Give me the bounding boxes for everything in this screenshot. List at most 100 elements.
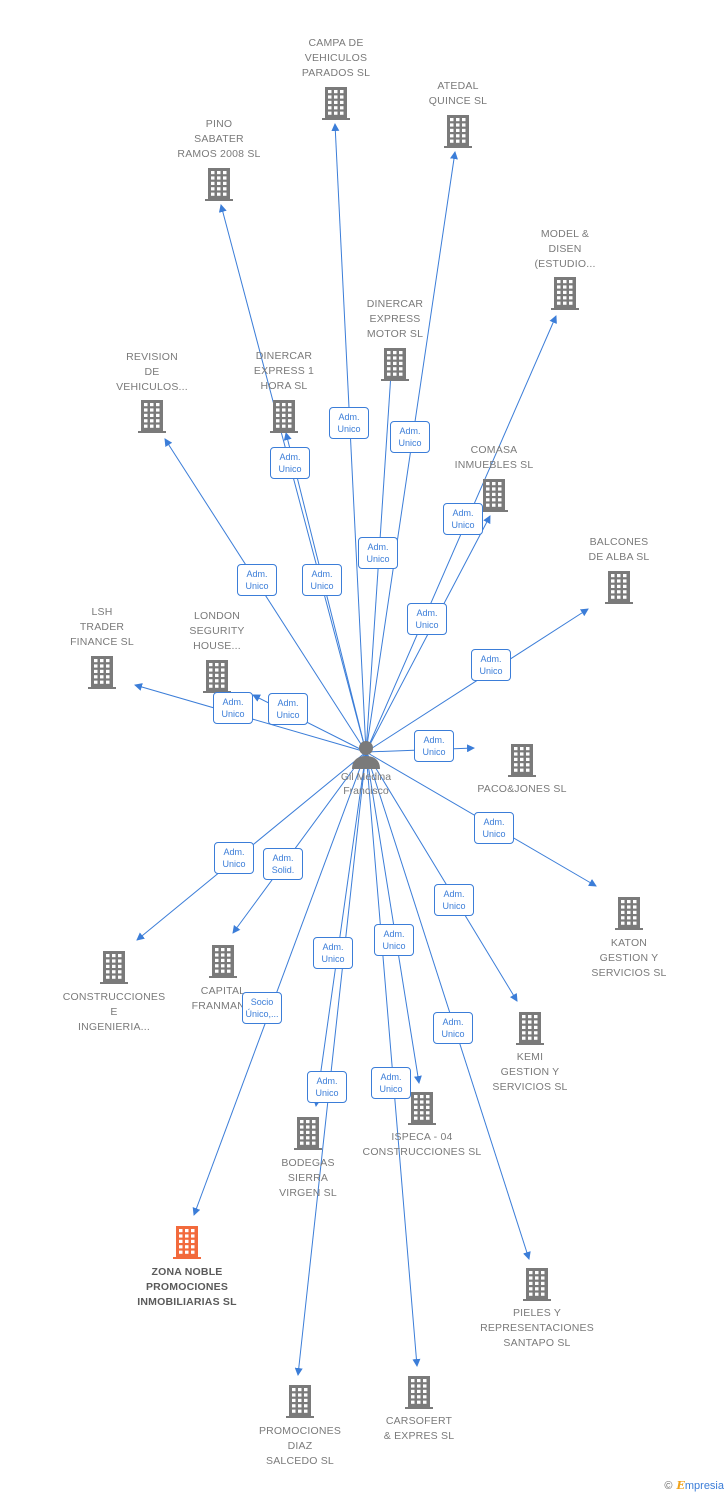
- edge-label-dinercar_motor[interactable]: Adm. Unico: [358, 537, 398, 569]
- company-node-lsh[interactable]: LSH TRADER FINANCE SL: [17, 605, 187, 689]
- company-node-revision[interactable]: REVISION DE VEHICULOS...: [67, 350, 237, 433]
- building-icon: [203, 660, 231, 693]
- copyright-symbol: ©: [664, 1480, 673, 1492]
- company-node-carsofert[interactable]: CARSOFERT & EXPRES SL: [334, 1375, 504, 1444]
- building-icon: [516, 1012, 544, 1045]
- edge-label-zonanoble[interactable]: Socio Único,...: [242, 992, 282, 1024]
- building-icon: [173, 1226, 201, 1259]
- company-label: PIELES Y REPRESENTACIONES SANTAPO SL: [480, 1307, 594, 1349]
- company-label: ISPECA - 04 CONSTRUCCIONES SL: [362, 1131, 482, 1158]
- company-label: LSH TRADER FINANCE SL: [70, 606, 134, 648]
- edge-label-carsofert[interactable]: Adm. Unico: [371, 1067, 411, 1099]
- edge-label-balcones[interactable]: Adm. Unico: [471, 649, 511, 681]
- edge-label-revision[interactable]: Adm. Unico: [237, 564, 277, 596]
- company-node-atedal[interactable]: ATEDAL QUINCE SL: [373, 79, 543, 148]
- company-label: DINERCAR EXPRESS MOTOR SL: [366, 298, 424, 340]
- edge-pieles: [365, 751, 531, 1260]
- edge-label-dinercar_1hora[interactable]: Adm. Unico: [302, 564, 342, 596]
- edge-promociones: [294, 751, 367, 1376]
- building-icon: [405, 1376, 433, 1409]
- building-icon: [286, 1385, 314, 1418]
- empresia-brand[interactable]: ©Empresia: [664, 1479, 724, 1492]
- person-node-center[interactable]: Gil Medina Francisco: [306, 738, 426, 798]
- company-node-dinercar_1hora[interactable]: DINERCAR EXPRESS 1 HORA SL: [199, 349, 369, 433]
- company-node-capital[interactable]: CAPITAL FRANMAN...: [138, 944, 308, 1014]
- building-icon: [408, 1092, 436, 1125]
- edge-zonanoble: [192, 751, 367, 1216]
- company-node-katon[interactable]: KATON GESTION Y SERVICIOS SL: [544, 896, 714, 981]
- company-label: ZONA NOBLE PROMOCIONES INMOBILIARIAS SL: [137, 1266, 237, 1308]
- company-node-construcciones[interactable]: CONSTRUCCIONES E INGENIERIA...: [29, 950, 199, 1035]
- company-node-campa[interactable]: CAMPA DE VEHICULOS PARADOS SL: [251, 36, 421, 120]
- company-label: KEMI GESTION Y SERVICIOS SL: [492, 1051, 568, 1093]
- edge-label-construcciones[interactable]: Adm. Unico: [214, 842, 254, 874]
- edge-label-comasa[interactable]: Adm. Unico: [407, 603, 447, 635]
- building-icon: [551, 277, 579, 310]
- edge-label-model[interactable]: Adm. Unico: [443, 503, 483, 535]
- company-label: BODEGAS SIERRA VIRGEN SL: [279, 1157, 337, 1199]
- company-label: ATEDAL QUINCE SL: [428, 80, 488, 107]
- edge-label-pieles[interactable]: Adm. Unico: [433, 1012, 473, 1044]
- company-label: CARSOFERT & EXPRES SL: [383, 1415, 455, 1442]
- building-icon: [480, 479, 508, 512]
- company-node-pino[interactable]: PINO SABATER RAMOS 2008 SL: [134, 117, 304, 201]
- building-icon: [381, 348, 409, 381]
- edge-label-lsh[interactable]: Adm. Unico: [213, 692, 253, 724]
- edge-label-ispeca[interactable]: Adm. Unico: [374, 924, 414, 956]
- brand-initial: E: [676, 1479, 685, 1492]
- edge-label-capital[interactable]: Adm. Solid.: [263, 848, 303, 880]
- company-node-dinercar_motor[interactable]: DINERCAR EXPRESS MOTOR SL: [310, 297, 480, 381]
- company-label: BALCONES DE ALBA SL: [588, 536, 650, 563]
- company-label: REVISION DE VEHICULOS...: [116, 351, 188, 393]
- edge-label-london[interactable]: Adm. Unico: [268, 693, 308, 725]
- edge-ispeca: [365, 751, 422, 1084]
- edge-label-atedal[interactable]: Adm. Unico: [390, 421, 430, 453]
- building-icon: [605, 571, 633, 604]
- company-node-ispeca[interactable]: ISPECA - 04 CONSTRUCCIONES SL: [337, 1091, 507, 1160]
- edge-label-promociones[interactable]: Adm. Unico: [307, 1071, 347, 1103]
- edge-kemi: [365, 751, 518, 1002]
- building-icon: [294, 1117, 322, 1150]
- company-node-zonanoble[interactable]: ZONA NOBLE PROMOCIONES INMOBILIARIAS SL: [102, 1225, 272, 1310]
- edge-label-kemi[interactable]: Adm. Unico: [434, 884, 474, 916]
- company-label: COMASA INMUEBLES SL: [454, 444, 534, 471]
- company-label: KATON GESTION Y SERVICIOS SL: [591, 937, 667, 979]
- company-label: LONDON SEGURITY HOUSE...: [189, 610, 245, 652]
- edge-bodegas: [313, 751, 367, 1107]
- company-node-kemi[interactable]: KEMI GESTION Y SERVICIOS SL: [445, 1011, 615, 1095]
- building-icon: [138, 400, 166, 433]
- edge-label-pacojones[interactable]: Adm. Unico: [414, 730, 454, 762]
- building-icon: [508, 744, 536, 777]
- company-label: DINERCAR EXPRESS 1 HORA SL: [253, 350, 315, 392]
- company-label: PROMOCIONES DIAZ SALCEDO SL: [258, 1425, 342, 1467]
- company-label: PACO&JONES SL: [477, 783, 567, 795]
- edge-label-bodegas[interactable]: Adm. Unico: [313, 937, 353, 969]
- person-name: Gil Medina Francisco: [340, 771, 392, 797]
- company-label: MODEL & DISEN (ESTUDIO...: [534, 228, 596, 270]
- company-node-bodegas[interactable]: BODEGAS SIERRA VIRGEN SL: [223, 1116, 393, 1201]
- building-icon: [322, 87, 350, 120]
- building-icon: [615, 897, 643, 930]
- edge-label-katon[interactable]: Adm. Unico: [474, 812, 514, 844]
- brand-name: mpresia: [684, 1480, 724, 1492]
- building-icon: [100, 951, 128, 984]
- edge-capital: [232, 751, 367, 934]
- company-label: CAPITAL FRANMAN...: [191, 985, 255, 1012]
- company-node-promociones[interactable]: PROMOCIONES DIAZ SALCEDO SL: [215, 1384, 385, 1469]
- person-icon: [352, 741, 380, 769]
- company-node-balcones[interactable]: BALCONES DE ALBA SL: [534, 535, 704, 604]
- building-icon: [444, 115, 472, 148]
- company-label: CONSTRUCCIONES E INGENIERIA...: [62, 991, 166, 1033]
- company-node-comasa[interactable]: COMASA INMUEBLES SL: [409, 443, 579, 512]
- company-label: CAMPA DE VEHICULOS PARADOS SL: [301, 37, 371, 79]
- company-node-pieles[interactable]: PIELES Y REPRESENTACIONES SANTAPO SL: [452, 1267, 622, 1351]
- company-label: PINO SABATER RAMOS 2008 SL: [177, 118, 261, 160]
- company-node-pacojones[interactable]: PACO&JONES SL: [437, 743, 607, 797]
- building-icon: [523, 1268, 551, 1301]
- building-icon: [88, 656, 116, 689]
- building-icon: [270, 400, 298, 433]
- company-node-london[interactable]: LONDON SEGURITY HOUSE...: [132, 609, 302, 693]
- company-node-model[interactable]: MODEL & DISEN (ESTUDIO...: [480, 227, 650, 310]
- edge-label-pino[interactable]: Adm. Unico: [270, 447, 310, 479]
- edge-label-campa[interactable]: Adm. Unico: [329, 407, 369, 439]
